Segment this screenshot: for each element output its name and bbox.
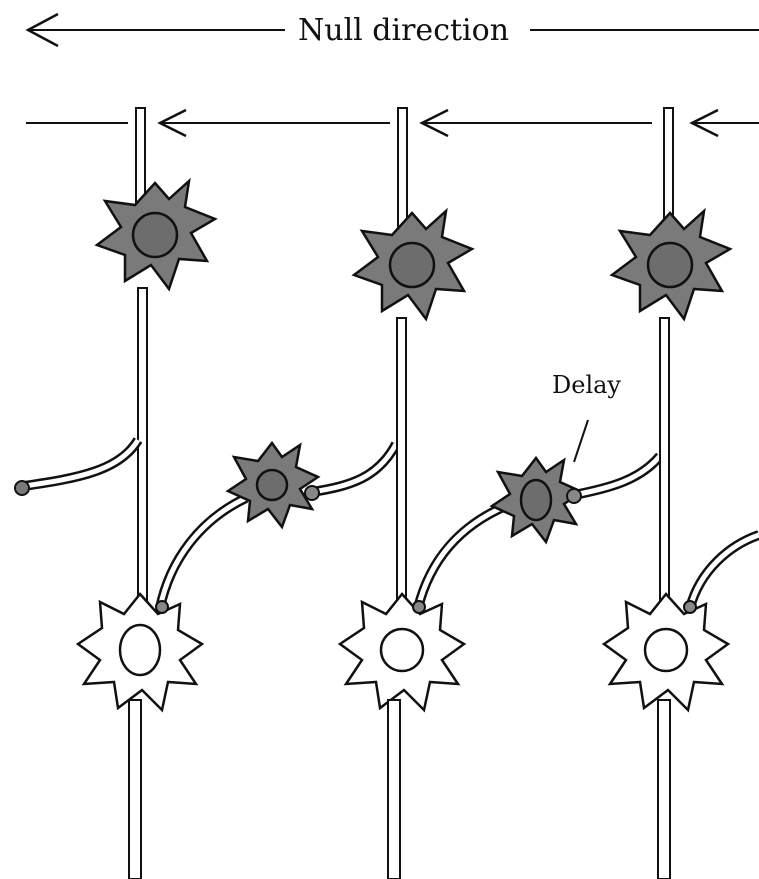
output-axon <box>658 700 670 879</box>
delay-label: Delay <box>552 371 621 399</box>
input-axon <box>398 108 407 228</box>
diagram-title: Null direction <box>298 13 509 48</box>
column-1 <box>15 108 215 879</box>
column-3 <box>604 108 759 879</box>
output-neuron <box>78 594 202 710</box>
output-neuron <box>340 594 464 710</box>
inhibitory-neuron-1 <box>156 443 396 613</box>
column-2 <box>340 108 472 879</box>
branch-left <box>24 440 138 486</box>
output-axon <box>129 700 141 879</box>
inhibitory-neuron-2 <box>413 456 660 613</box>
input-axon <box>136 108 145 208</box>
delay-pointer <box>574 420 588 462</box>
excitatory-neuron <box>612 211 730 319</box>
output-neuron <box>604 594 728 710</box>
excitatory-neuron <box>354 211 472 319</box>
input-axon <box>664 108 673 228</box>
excitatory-axon <box>660 318 669 606</box>
output-axon <box>388 700 400 879</box>
excitatory-neuron <box>97 181 215 289</box>
excitatory-axon <box>397 318 406 606</box>
offscreen-inhibitory-branch <box>690 535 759 608</box>
